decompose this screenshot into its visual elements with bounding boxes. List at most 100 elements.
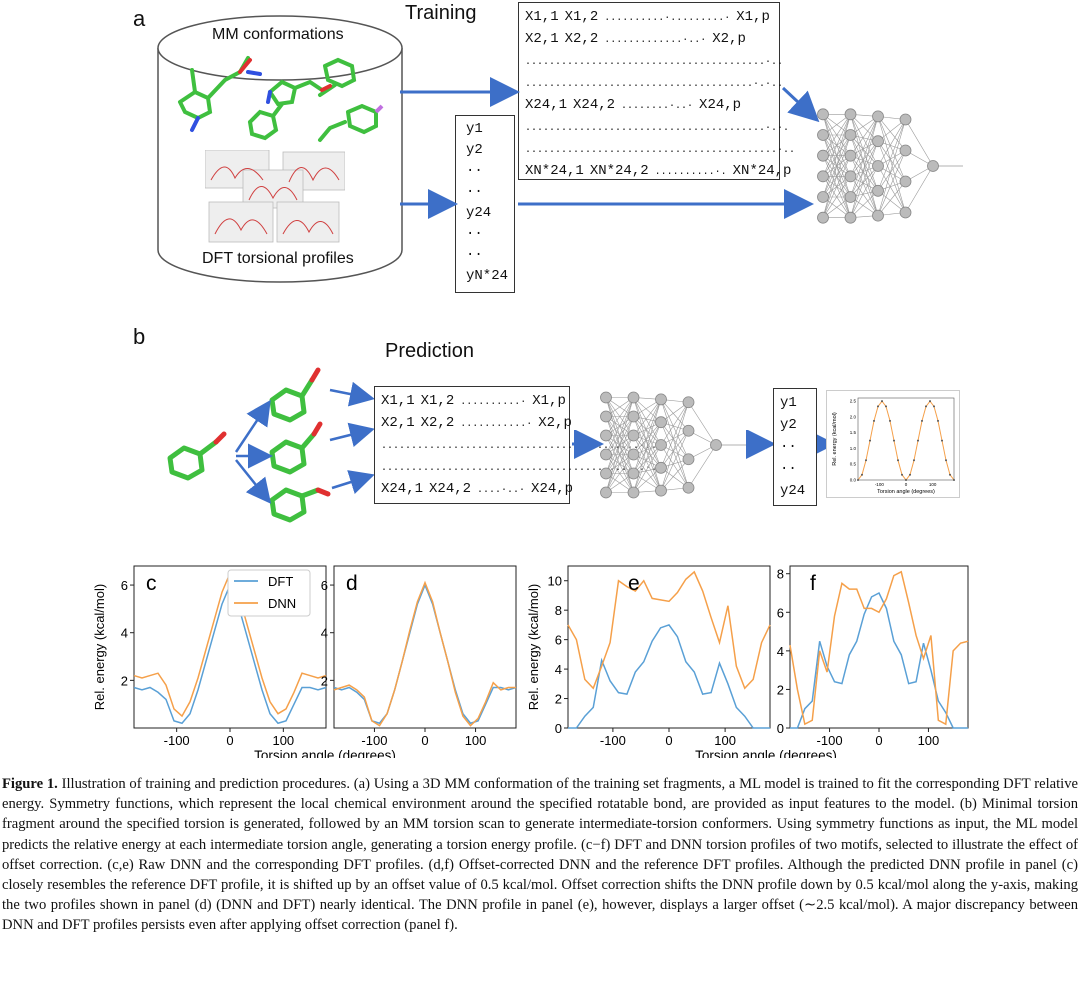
nn-node bbox=[899, 144, 912, 157]
nn-node bbox=[655, 416, 667, 429]
y-tick-label: 6 bbox=[321, 578, 328, 593]
matrix-row: ........................................… bbox=[381, 456, 663, 478]
nn-node bbox=[682, 453, 695, 466]
plot-frame bbox=[567, 565, 771, 729]
profile-point bbox=[953, 479, 955, 481]
nn-node bbox=[817, 191, 829, 203]
y-axis-label: Rel. energy (kcal/mol) bbox=[92, 584, 107, 710]
matrix-entry: XN*24,1 bbox=[525, 163, 584, 179]
profile-point bbox=[881, 400, 883, 403]
y-tick-label: 4 bbox=[121, 626, 128, 641]
profile-point bbox=[897, 459, 899, 462]
panel-b-title: Prediction bbox=[385, 340, 474, 362]
nn-node bbox=[600, 486, 612, 499]
output-entry: y1 bbox=[466, 121, 483, 137]
nn-node bbox=[817, 149, 829, 162]
y-axis-label: Rel. energy (kcal/mol) bbox=[526, 584, 541, 710]
profile-point bbox=[905, 479, 907, 481]
nn-node bbox=[600, 467, 612, 480]
matrix-dots: .............·..· bbox=[604, 35, 707, 46]
matrix-entry: X2,1 bbox=[381, 415, 415, 431]
mini-ylabel: Rel. energy (kcal/mol) bbox=[832, 412, 838, 466]
matrix-entry: X1,1 bbox=[381, 393, 415, 409]
mini-xtick: 100 bbox=[929, 482, 937, 487]
y-tick-label: 2 bbox=[121, 673, 128, 688]
matrix-row: ......................................·.… bbox=[525, 72, 783, 94]
profile-point bbox=[869, 439, 871, 442]
matrix-entry: X1,2 bbox=[420, 393, 455, 409]
nn-node bbox=[627, 486, 640, 499]
mini-ytick: 0.5 bbox=[850, 462, 857, 467]
x-tick-label: 0 bbox=[226, 733, 233, 748]
output-entry: ·· bbox=[466, 163, 483, 179]
panel-label: d bbox=[346, 572, 358, 595]
caption-lead: Figure 1. bbox=[2, 776, 58, 792]
profile-point bbox=[945, 459, 947, 462]
cylinder-top-label: MM conformations bbox=[212, 26, 344, 43]
matrix-entry: X24,2 bbox=[573, 97, 616, 113]
matrix-entry: X1,1 bbox=[525, 9, 559, 25]
profile-point bbox=[929, 400, 931, 403]
nn-node bbox=[844, 170, 857, 183]
matrix-row: ........................................… bbox=[525, 116, 789, 138]
nn-node bbox=[844, 129, 857, 141]
matrix-entry: X1,2 bbox=[564, 9, 599, 25]
matrix-entry: X1,p bbox=[736, 9, 770, 25]
nn-node bbox=[817, 170, 829, 183]
profile-point bbox=[885, 405, 887, 408]
neural-network-diagram-prediction bbox=[600, 391, 746, 499]
prediction-arrows bbox=[572, 430, 776, 459]
matrix-dots: ....·..· bbox=[477, 485, 526, 496]
figure-caption: Figure 1. Illustration of training and p… bbox=[2, 774, 1078, 936]
nn-node bbox=[600, 391, 612, 404]
matrix-entry: X24,2 bbox=[429, 481, 472, 497]
matrix-dots: ...........· bbox=[460, 419, 533, 430]
output-entry: ·· bbox=[780, 461, 797, 477]
matrix-dots: ........................................… bbox=[525, 145, 796, 156]
nn-node bbox=[872, 110, 884, 123]
matrix-dots: ......................................·.… bbox=[525, 79, 784, 90]
panel-a-title: Training bbox=[405, 2, 477, 24]
nn-node bbox=[872, 209, 884, 222]
nn-node bbox=[682, 424, 695, 437]
neural-network-diagram-training bbox=[817, 108, 963, 224]
nn-node bbox=[682, 481, 695, 494]
panel-label: f bbox=[810, 572, 816, 595]
panel-b-label: b bbox=[133, 324, 146, 349]
output-entry: yN*24 bbox=[466, 268, 509, 284]
mini-xtick: 0 bbox=[905, 482, 908, 487]
series-line-dnn bbox=[567, 570, 771, 690]
nn-node bbox=[655, 439, 667, 451]
matrix-entry: X2,p bbox=[712, 31, 746, 47]
profile-point bbox=[877, 405, 879, 408]
nn-node bbox=[817, 108, 829, 121]
matrix-dots: ..........·.........· bbox=[604, 13, 731, 24]
series-line-dft bbox=[568, 624, 770, 729]
panel-label: e bbox=[628, 572, 640, 595]
y-tick-label: 4 bbox=[321, 626, 328, 641]
y-tick-label: 8 bbox=[777, 567, 784, 582]
y-tick-label: 6 bbox=[777, 605, 784, 620]
plot-frame bbox=[789, 565, 969, 729]
training-arrows bbox=[400, 77, 820, 219]
matrix-entry: XN*24,2 bbox=[589, 163, 649, 179]
nn-node bbox=[844, 108, 857, 121]
mini-ytick: 1.5 bbox=[850, 430, 857, 435]
matrix-dots: ........................................… bbox=[381, 463, 664, 474]
nn-node bbox=[899, 175, 912, 188]
x-axis-label: Torsion angle (degrees) bbox=[254, 748, 396, 758]
matrix-row: ........................................… bbox=[525, 138, 795, 160]
nn-node bbox=[600, 448, 612, 461]
output-entry: ·· bbox=[466, 226, 483, 242]
profile-point bbox=[861, 473, 863, 476]
panel-label: c bbox=[146, 572, 157, 595]
nn-node bbox=[627, 391, 640, 404]
nn-node bbox=[817, 211, 829, 224]
mini-xlabel: Torsion angle (degrees) bbox=[877, 489, 935, 495]
nn-node bbox=[627, 448, 640, 461]
